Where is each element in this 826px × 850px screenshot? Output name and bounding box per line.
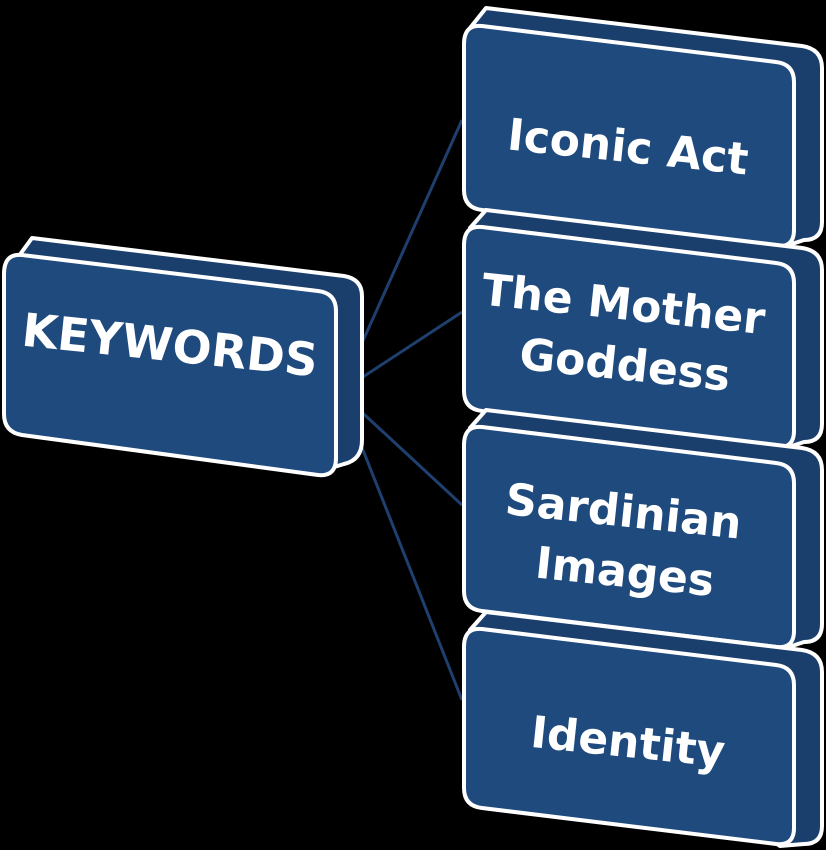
child-node-sardinian-images: Sardinian Images <box>462 408 824 652</box>
child-node-identity-face <box>462 626 796 847</box>
root-node: KEYWORDS <box>2 236 364 478</box>
root-node-face <box>2 252 338 478</box>
child-node-identity: Identity <box>462 610 824 848</box>
child-node-iconic-act: Iconic Act <box>462 6 824 250</box>
